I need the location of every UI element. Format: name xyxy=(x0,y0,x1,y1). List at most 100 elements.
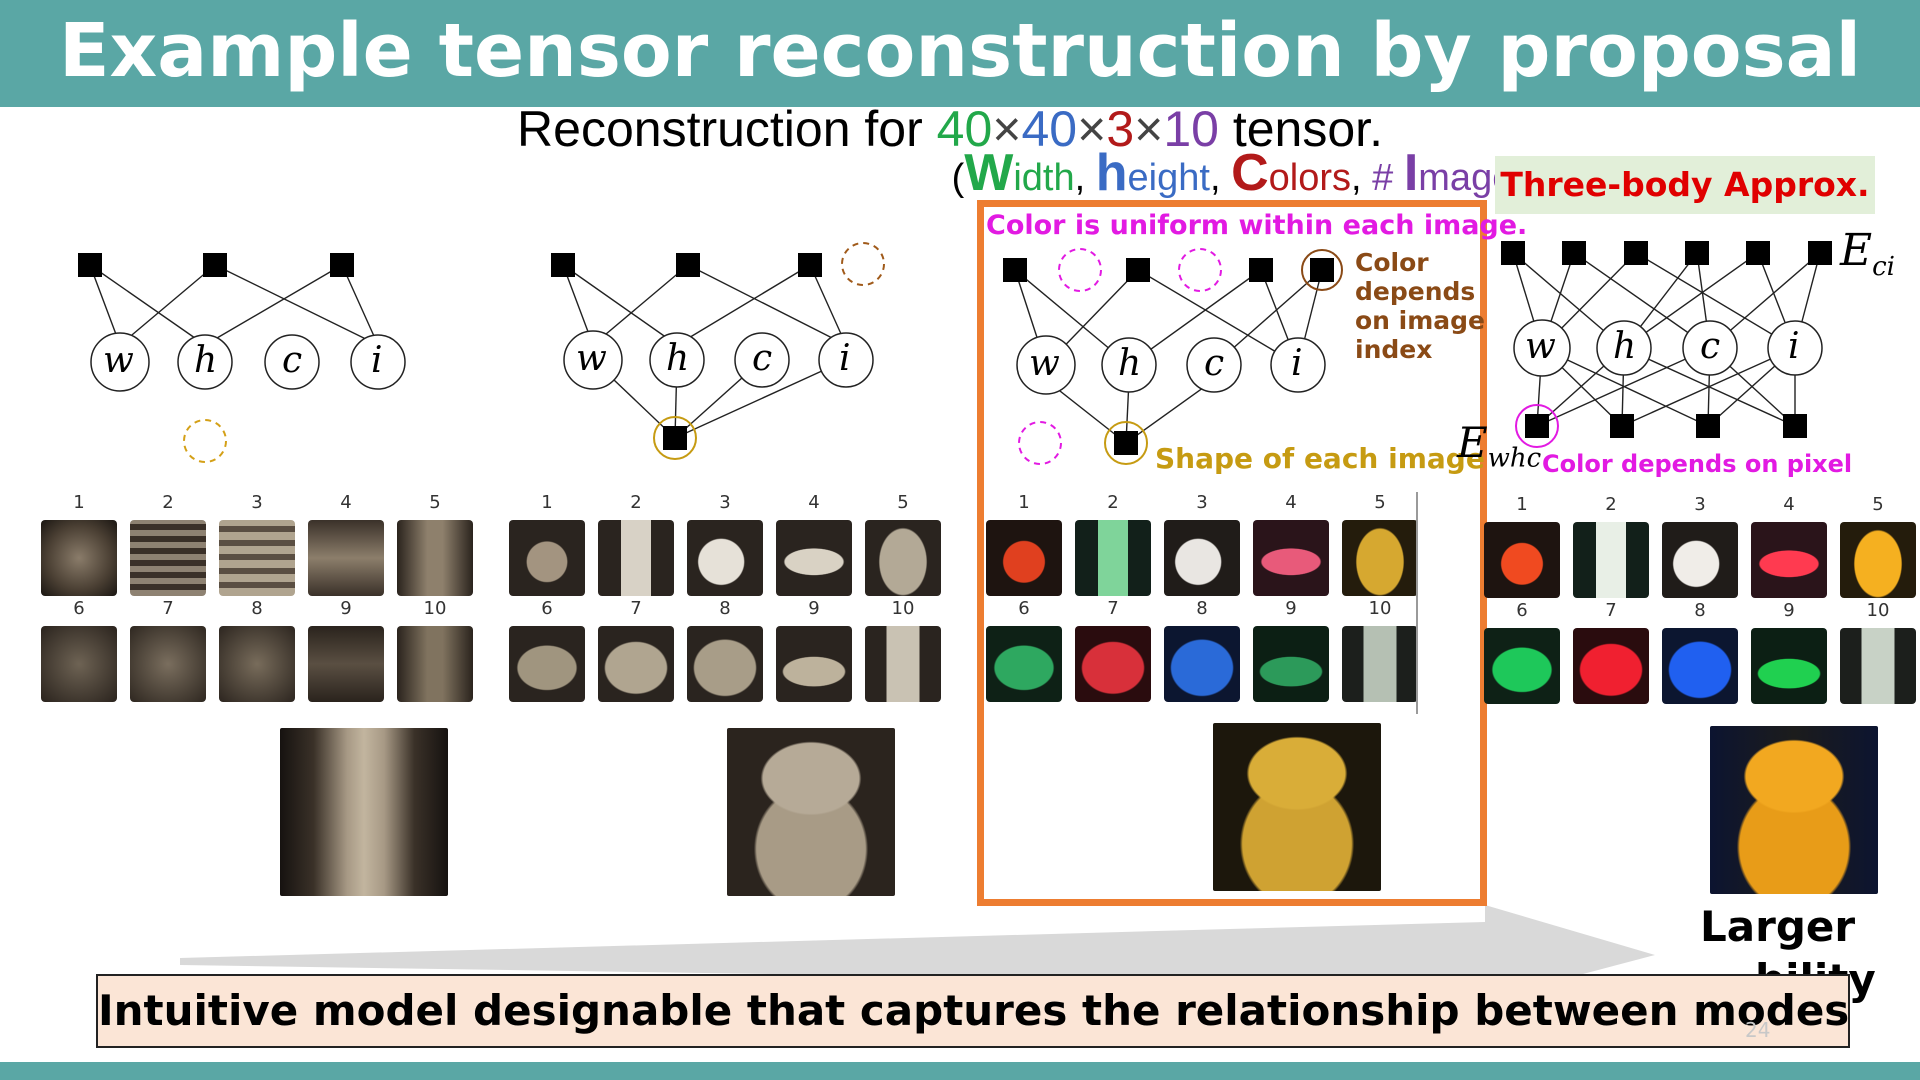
image-number: 4 xyxy=(340,492,352,513)
node-label-c: c xyxy=(282,340,303,381)
image-number: 5 xyxy=(1374,492,1386,513)
times-2: × xyxy=(1077,101,1107,157)
image-number: 9 xyxy=(1285,598,1297,619)
image-number: 6 xyxy=(541,598,553,619)
factor-node xyxy=(1003,258,1027,282)
node-label-h: h xyxy=(1118,343,1142,384)
reconstructed-image xyxy=(41,520,117,596)
image-number: 9 xyxy=(808,598,820,619)
dashed-marker xyxy=(1018,421,1062,465)
image-number: 1 xyxy=(1018,492,1030,513)
legend-i-initial: I xyxy=(1403,144,1419,202)
reconstructed-image xyxy=(1342,520,1418,596)
reconstructed-image xyxy=(687,626,763,702)
node-label-w: w xyxy=(1525,326,1556,367)
height-count: 40 xyxy=(1021,101,1078,157)
variable-node xyxy=(1596,320,1652,376)
image-number: 6 xyxy=(73,598,85,619)
image-number: 8 xyxy=(719,598,731,619)
factor-node xyxy=(78,253,102,277)
image-number: 3 xyxy=(251,492,263,513)
image-number: 8 xyxy=(1694,600,1706,621)
legend-h-rest: eight xyxy=(1127,157,1210,199)
image-number: 2 xyxy=(1605,494,1617,515)
energy-subscript: whc xyxy=(1487,443,1542,474)
reconstructed-image xyxy=(130,626,206,702)
pixel-note: Color depends on pixel xyxy=(1542,450,1853,478)
node-label-i: i xyxy=(1788,326,1800,367)
reconstructed-image xyxy=(130,520,206,596)
image-number: 3 xyxy=(719,492,731,513)
reconstructed-image xyxy=(41,626,117,702)
solid-marker xyxy=(1301,249,1343,291)
title-bar xyxy=(0,0,1920,107)
image-number: 10 xyxy=(891,598,915,619)
variable-node xyxy=(649,332,705,388)
image-number: 4 xyxy=(1783,494,1795,515)
image-number: 10 xyxy=(1866,600,1890,621)
node-label-w: w xyxy=(1029,343,1060,384)
image-number: 2 xyxy=(630,492,642,513)
highlight-box xyxy=(977,200,1487,906)
reconstructed-image xyxy=(509,626,585,702)
depends-index-line: on image xyxy=(1355,306,1486,335)
image-row-top: 1 2 3 4 5 xyxy=(986,492,1436,602)
energy-symbol: E xyxy=(1457,418,1488,467)
legend-w-rest: idth xyxy=(1013,157,1075,199)
legend-sep-1: , xyxy=(1074,157,1096,199)
energy-whc-label: Ewhc xyxy=(1457,418,1541,473)
reconstructed-image xyxy=(1342,626,1418,702)
factor-node xyxy=(663,426,687,450)
factor-node xyxy=(798,253,822,277)
reconstructed-image xyxy=(1484,522,1560,598)
reconstructed-image xyxy=(865,626,941,702)
variable-node xyxy=(1513,319,1571,377)
three-body-label: Three-body Approx. xyxy=(1495,156,1875,214)
image-row-top: 1 2 3 4 5 xyxy=(41,492,491,602)
reconstructed-image xyxy=(1751,628,1827,704)
image-number: 4 xyxy=(1285,492,1297,513)
reconstructed-image xyxy=(1840,522,1916,598)
factor-node xyxy=(551,253,575,277)
node-label-c: c xyxy=(752,338,773,379)
width-count: 40 xyxy=(936,101,993,157)
uniform-note: Color is uniform within each image. xyxy=(986,210,1528,241)
factor-node xyxy=(1685,241,1709,265)
reconstructed-image xyxy=(1840,628,1916,704)
subtitle-prefix: Reconstruction for xyxy=(517,101,937,157)
legend-open: ( xyxy=(951,157,965,199)
image-number: 2 xyxy=(162,492,174,513)
dashed-marker xyxy=(1178,248,1222,292)
enlarged-reconstruction xyxy=(280,728,448,896)
variable-node xyxy=(350,334,406,390)
footer-bar xyxy=(0,1062,1920,1080)
image-number: 10 xyxy=(423,598,447,619)
factor-node xyxy=(1783,414,1807,438)
depends-index-line: Color xyxy=(1355,248,1429,277)
reconstructed-image xyxy=(1662,628,1738,704)
factor-node xyxy=(1501,241,1525,265)
node-label-w: w xyxy=(576,338,607,379)
variable-node xyxy=(818,332,874,388)
larger-label: Larger xyxy=(1700,902,1856,951)
image-number: 3 xyxy=(1694,494,1706,515)
node-label-i: i xyxy=(1291,343,1303,384)
node-label-h: h xyxy=(1613,326,1637,367)
reconstructed-image xyxy=(865,520,941,596)
reconstructed-image xyxy=(598,520,674,596)
reconstructed-image xyxy=(219,520,295,596)
dashed-marker xyxy=(183,419,227,463)
solid-marker xyxy=(1515,404,1559,448)
node-label-h: h xyxy=(194,340,218,381)
solid-marker xyxy=(653,416,697,460)
factor-node xyxy=(1249,258,1273,282)
node-label-c: c xyxy=(1700,326,1721,367)
factor-node xyxy=(676,253,700,277)
enlarged-reconstruction xyxy=(1710,726,1878,894)
legend-c-initial: C xyxy=(1231,144,1269,202)
reconstructed-image xyxy=(397,520,473,596)
factor-node xyxy=(1610,414,1634,438)
reconstructed-image xyxy=(776,626,852,702)
legend-c-rest: olors xyxy=(1268,157,1351,199)
